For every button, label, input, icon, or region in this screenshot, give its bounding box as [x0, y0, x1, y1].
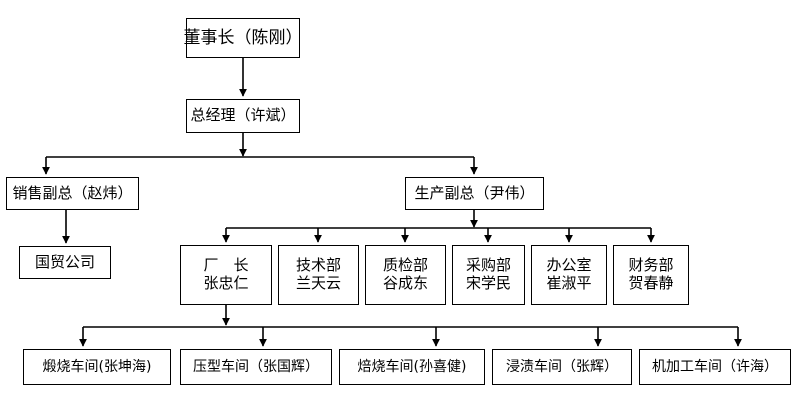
node-purchasing-department-person: 宋学民: [465, 274, 511, 292]
node-guomao-company[interactable]: 国贸公司: [19, 246, 111, 279]
node-chairman-label: 董事长（陈刚）: [183, 27, 303, 48]
node-sales-vp[interactable]: 销售副总（赵炜）: [6, 177, 139, 210]
node-finance-department-title: 财务部: [628, 256, 674, 275]
node-chairman[interactable]: 董事长（陈刚）: [183, 18, 303, 58]
node-workshop-impregnation-label: 浸渍车间（张辉）: [506, 358, 618, 375]
node-tech-department-person: 兰天云: [295, 274, 341, 292]
node-workshop-machining[interactable]: 机加工车间（许海）: [639, 349, 791, 385]
node-office-department-title: 办公室: [546, 256, 592, 275]
node-general-manager[interactable]: 总经理（许斌）: [186, 99, 300, 133]
node-finance-department-person: 贺春静: [628, 274, 674, 292]
node-tech-department-title: 技术部: [295, 256, 341, 275]
node-qc-department[interactable]: 质检部 谷成东: [365, 245, 446, 305]
node-production-vp-label: 生产副总（尹伟）: [414, 183, 535, 202]
node-plant-manager-person: 张忠仁: [203, 274, 249, 292]
node-sales-vp-label: 销售副总（赵炜）: [12, 183, 133, 202]
node-workshop-calcining-label: 煅烧车间(张坤海): [42, 358, 152, 375]
node-office-department[interactable]: 办公室 崔淑平: [531, 245, 607, 305]
node-purchasing-department-title: 采购部: [465, 256, 511, 275]
node-purchasing-department[interactable]: 采购部 宋学民: [452, 245, 525, 305]
node-workshop-forming[interactable]: 压型车间（张国辉）: [180, 349, 332, 385]
node-qc-department-person: 谷成东: [382, 274, 428, 292]
node-plant-manager[interactable]: 厂 长 张忠仁: [180, 245, 272, 305]
node-qc-department-title: 质检部: [382, 256, 428, 275]
node-workshop-baking[interactable]: 焙烧车间(孙喜健): [339, 349, 485, 385]
node-finance-department[interactable]: 财务部 贺春静: [613, 245, 689, 305]
node-tech-department[interactable]: 技术部 兰天云: [278, 245, 359, 305]
node-guomao-company-label: 国贸公司: [34, 252, 95, 271]
node-general-manager-label: 总经理（许斌）: [190, 106, 296, 125]
node-workshop-baking-label: 焙烧车间(孙喜健): [357, 358, 467, 375]
node-office-department-person: 崔淑平: [546, 274, 592, 292]
node-workshop-forming-label: 压型车间（张国辉）: [193, 358, 319, 375]
node-workshop-impregnation[interactable]: 浸渍车间（张辉）: [492, 349, 632, 385]
node-production-vp[interactable]: 生产副总（尹伟）: [405, 177, 544, 210]
node-workshop-machining-label: 机加工车间（许海）: [652, 358, 778, 375]
node-plant-manager-title: 厂 长: [203, 256, 249, 275]
node-workshop-calcining[interactable]: 煅烧车间(张坤海): [23, 349, 171, 385]
